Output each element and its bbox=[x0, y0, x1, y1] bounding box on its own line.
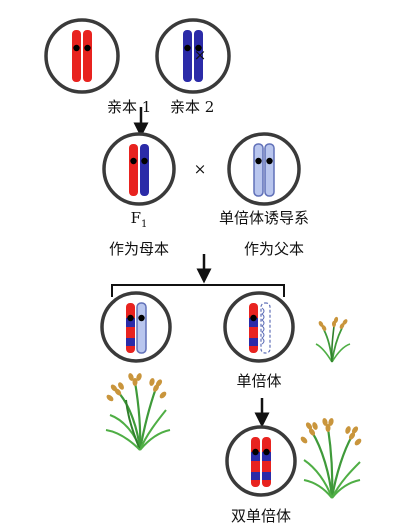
cross-symbol: × bbox=[193, 46, 207, 64]
centromere-dot bbox=[130, 157, 137, 165]
inducer-cell bbox=[227, 132, 301, 206]
parent1-label: 亲本 1 bbox=[107, 98, 152, 116]
haploid-cell bbox=[223, 291, 295, 363]
doubled-haploid-label: 双单倍体 bbox=[230, 507, 292, 525]
diploid-progeny-cell bbox=[100, 291, 172, 363]
haploid-label: 单倍体 bbox=[236, 372, 282, 390]
centromere-dot bbox=[138, 314, 145, 322]
centromere-dot bbox=[255, 157, 262, 165]
parent1-cell bbox=[44, 18, 120, 94]
chromosome-red bbox=[129, 144, 138, 196]
chromosome-pale-blue bbox=[136, 302, 147, 354]
rice-plant-small-icon bbox=[315, 316, 351, 363]
doubled-haploid-cell bbox=[225, 425, 297, 497]
centromere-dot bbox=[84, 44, 91, 52]
centromere-dot bbox=[263, 448, 270, 456]
chromosome-red bbox=[72, 30, 81, 82]
f1-label-main: F bbox=[130, 209, 142, 227]
chromosome-blue bbox=[140, 144, 149, 196]
centromere-dot bbox=[195, 44, 202, 52]
centromere-dot bbox=[184, 44, 191, 52]
rice-plant-doubled-icon bbox=[300, 418, 362, 499]
f1-label-sub: 1 bbox=[141, 219, 148, 230]
f1-cell bbox=[102, 132, 176, 206]
chromosome-pale-blue bbox=[264, 143, 275, 197]
chromosome-blue bbox=[194, 30, 203, 82]
centromere-dot bbox=[73, 44, 80, 52]
chromosome-blue bbox=[183, 30, 192, 82]
centromere-dot bbox=[250, 314, 257, 322]
progeny-bracket bbox=[111, 284, 285, 297]
eliminated-chromosome-squiggle bbox=[261, 307, 265, 345]
parent2-cell bbox=[155, 18, 231, 94]
eliminated-chromosome bbox=[260, 302, 271, 354]
inducer-label: 单倍体诱导系 bbox=[218, 209, 310, 227]
cross-symbol: × bbox=[193, 160, 207, 178]
centromere-dot bbox=[127, 314, 134, 322]
f1-role-label: 作为母本 bbox=[108, 240, 170, 258]
centromere-dot bbox=[252, 448, 259, 456]
inducer-role-label: 作为父本 bbox=[243, 240, 305, 258]
centromere-dot bbox=[266, 157, 273, 165]
chromosome-red bbox=[83, 30, 92, 82]
chromosome-pale-blue bbox=[253, 143, 264, 197]
rice-plant-large-icon bbox=[105, 373, 171, 451]
f1-label: F1 bbox=[131, 209, 148, 234]
parent2-label: 亲本 2 bbox=[170, 98, 215, 116]
centromere-dot bbox=[141, 157, 148, 165]
